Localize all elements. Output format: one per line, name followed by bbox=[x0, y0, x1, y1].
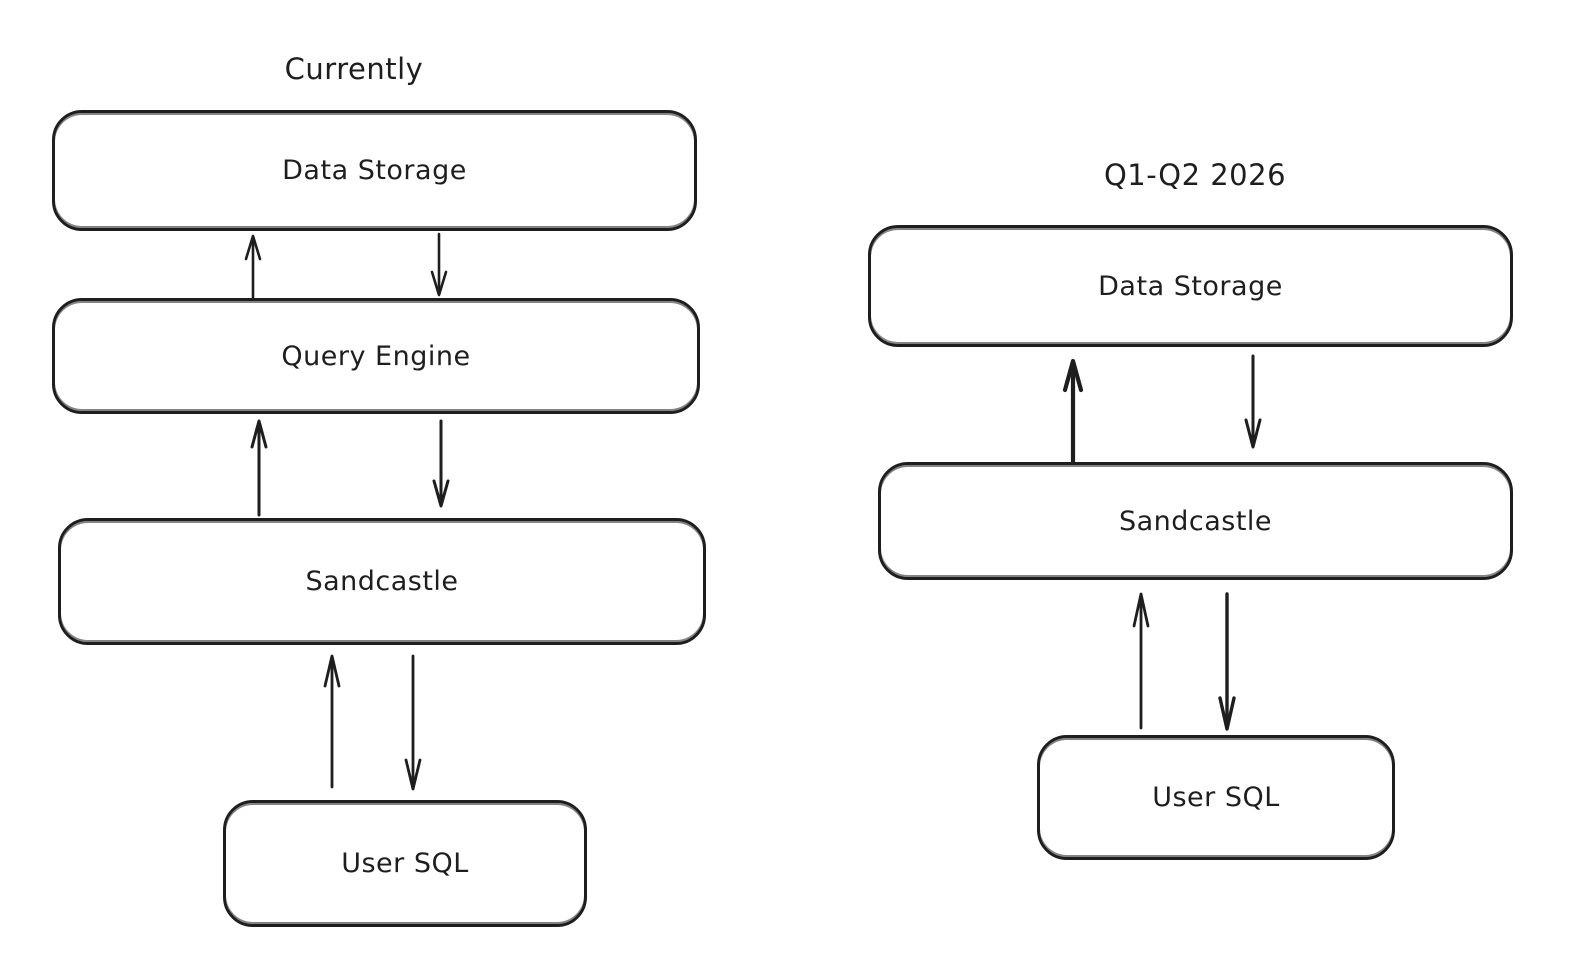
arrow-down-icon bbox=[1218, 592, 1236, 731]
node-label: Data Storage bbox=[1098, 270, 1283, 302]
node-data-storage-future: Data Storage bbox=[868, 225, 1513, 347]
arrow-down-icon bbox=[1244, 354, 1262, 449]
diagram-title-currently: Currently bbox=[284, 52, 424, 86]
node-label: User SQL bbox=[1152, 782, 1280, 813]
node-sandcastle-future: Sandcastle bbox=[878, 462, 1513, 580]
node-label: Sandcastle bbox=[1118, 505, 1273, 537]
node-label: User SQL bbox=[341, 848, 469, 879]
node-label: Query Engine bbox=[281, 340, 471, 372]
diagram-title-q1-q2-2026: Q1-Q2 2026 bbox=[1103, 158, 1287, 192]
node-data-storage-current: Data Storage bbox=[52, 110, 697, 231]
node-query-engine: Query Engine bbox=[52, 298, 700, 414]
arrow-up-icon bbox=[250, 419, 268, 517]
node-label: Data Storage bbox=[282, 155, 467, 186]
arrow-up-icon bbox=[244, 234, 262, 299]
arrow-up-icon bbox=[1062, 358, 1084, 464]
arrow-down-icon bbox=[430, 232, 448, 297]
node-sandcastle-current: Sandcastle bbox=[58, 518, 706, 645]
node-user-sql-current: User SQL bbox=[223, 800, 587, 927]
node-label: Sandcastle bbox=[305, 566, 459, 597]
arrow-down-icon bbox=[404, 654, 422, 791]
arrow-up-icon bbox=[323, 654, 341, 789]
arrow-down-icon bbox=[432, 419, 450, 508]
arrow-up-icon bbox=[1132, 592, 1150, 730]
node-user-sql-future: User SQL bbox=[1037, 735, 1395, 860]
